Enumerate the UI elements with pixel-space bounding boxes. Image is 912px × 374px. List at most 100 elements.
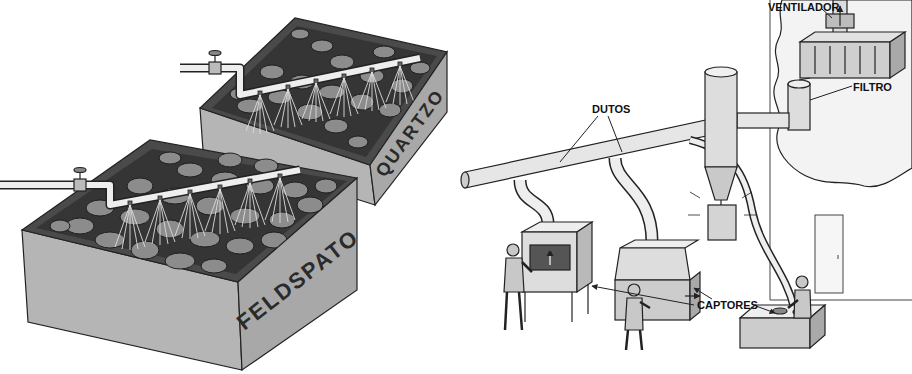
pipe-valves — [74, 168, 86, 173]
booth-left — [571, 292, 572, 322]
filter-unit — [800, 32, 905, 42]
feldspar-rocks — [165, 253, 195, 269]
tank-face-shape — [370, 52, 447, 205]
tank-face: QUARTZO — [365, 45, 455, 210]
workers — [507, 244, 519, 256]
feldspar-rocks — [190, 231, 220, 247]
water-spray — [115, 66, 414, 250]
booth-left — [530, 245, 570, 270]
filter-unit — [829, 46, 830, 74]
workers — [504, 258, 524, 292]
quartz-rocks — [291, 29, 309, 39]
booth-middle — [615, 248, 690, 280]
workers — [788, 300, 798, 308]
booth-left — [524, 292, 525, 322]
spray-pipes — [0, 170, 300, 205]
pipe-valves — [74, 51, 221, 192]
filter-unit — [890, 32, 905, 78]
spray-pipes — [180, 58, 420, 95]
part-label: DUTOS — [592, 104, 630, 115]
leader-lines — [560, 116, 598, 162]
cyclone-collector — [720, 200, 721, 205]
leader-lines — [560, 9, 852, 313]
cyclone-collector — [705, 67, 737, 77]
part-label: VENTILADOR — [768, 2, 840, 13]
pipe-valves — [74, 179, 86, 191]
filter-unit — [874, 46, 875, 74]
workers — [505, 262, 532, 330]
pipe-valves — [209, 51, 221, 56]
leader-lines — [756, 306, 775, 313]
room-walls — [770, 0, 912, 300]
part-label: CAPTORES — [697, 300, 758, 311]
feldspar-rocks — [315, 179, 337, 193]
cyclone-collector — [705, 167, 737, 200]
workers — [796, 276, 808, 288]
workers — [504, 244, 811, 350]
filter-unit — [814, 46, 815, 74]
main-duct — [465, 120, 706, 188]
leader-lines — [810, 86, 852, 100]
spray-nozzles — [128, 62, 402, 206]
leader-lines — [592, 286, 694, 305]
feldspar-tank — [22, 140, 357, 370]
fan — [839, 6, 840, 26]
booth-left — [549, 250, 550, 265]
booth-left — [587, 284, 588, 314]
feldspar-rocks — [177, 163, 203, 177]
work-table — [773, 308, 787, 314]
main-duct — [737, 113, 789, 128]
booth-left — [522, 222, 592, 322]
filter-unit — [788, 84, 810, 130]
pipe-valves — [209, 62, 221, 74]
feldspar-rocks — [50, 220, 70, 232]
outside-cutout — [774, 0, 912, 187]
booth-left — [522, 232, 577, 292]
branch-ducts — [615, 158, 652, 242]
work-table — [740, 318, 810, 348]
spray-pipes — [180, 58, 420, 95]
filter-unit — [788, 80, 810, 88]
room-walls — [838, 255, 839, 259]
cyclone-collector — [708, 205, 736, 240]
quartz-rocks — [260, 65, 284, 79]
leader-lines — [608, 116, 622, 152]
quartz-rocks — [311, 40, 333, 52]
tank-face: FELDSPATO — [232, 172, 362, 374]
water-spray — [115, 178, 295, 250]
room-walls — [815, 215, 843, 293]
tank-label: QUARTZO — [372, 86, 447, 180]
main-duct — [461, 172, 469, 188]
feldspar-rocks — [269, 212, 295, 228]
filter-unit — [859, 46, 860, 74]
filter-unit — [800, 42, 890, 78]
work-table — [810, 305, 825, 348]
outside-cutout — [774, 0, 912, 187]
feldspar-rocks — [127, 178, 153, 194]
feldspar-rocks — [120, 209, 150, 225]
filter-unit — [844, 46, 845, 74]
water-spray — [246, 66, 414, 134]
workers — [794, 290, 811, 318]
cyclone-collector — [688, 192, 756, 215]
quartz-rocks — [373, 46, 395, 58]
feldspar-rocks — [95, 232, 125, 248]
booth-middle — [620, 240, 698, 248]
branch-ducts — [520, 180, 548, 224]
filter-unit — [799, 78, 810, 80]
part-label: FILTRO — [853, 82, 892, 93]
booth-middle — [685, 295, 700, 296]
feldspar-rocks — [159, 152, 181, 164]
cyclone-collector — [688, 67, 756, 240]
quartz-rocks — [330, 55, 354, 69]
filter-unit — [788, 32, 905, 130]
work-table — [740, 305, 825, 348]
feldspar-rocks — [226, 238, 254, 254]
cyclone-collector — [705, 72, 737, 167]
workers — [626, 302, 650, 350]
branch-ducts — [520, 180, 548, 224]
booth-left — [577, 222, 592, 292]
leader-lines — [694, 288, 712, 299]
